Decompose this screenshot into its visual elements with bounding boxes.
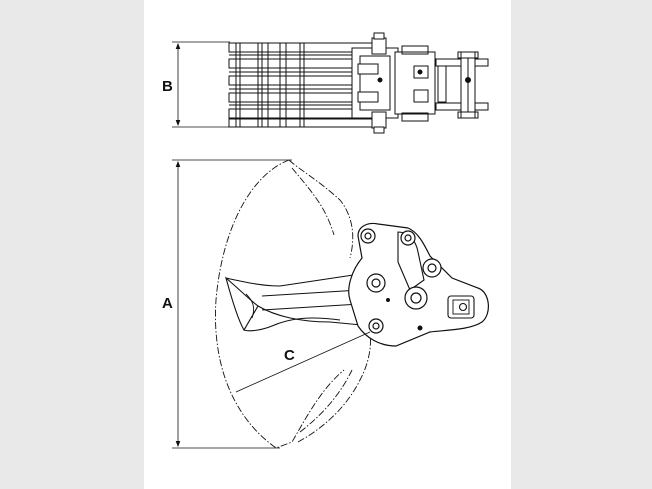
label-b: B [162, 78, 173, 95]
dimension-c [235, 331, 371, 393]
dimension-b [172, 41, 230, 128]
top-view-grapple [228, 32, 489, 134]
cross-members [235, 43, 305, 127]
label-c: C [284, 347, 295, 364]
label-a: A [162, 295, 173, 312]
pivot-pins [360, 228, 442, 334]
open-jaw-outline [215, 159, 345, 449]
side-view-grapple [215, 159, 489, 449]
dimension-a [172, 159, 292, 449]
drawing-page [144, 0, 511, 489]
closed-jaw-tines [224, 276, 259, 332]
body-plate [348, 222, 489, 347]
